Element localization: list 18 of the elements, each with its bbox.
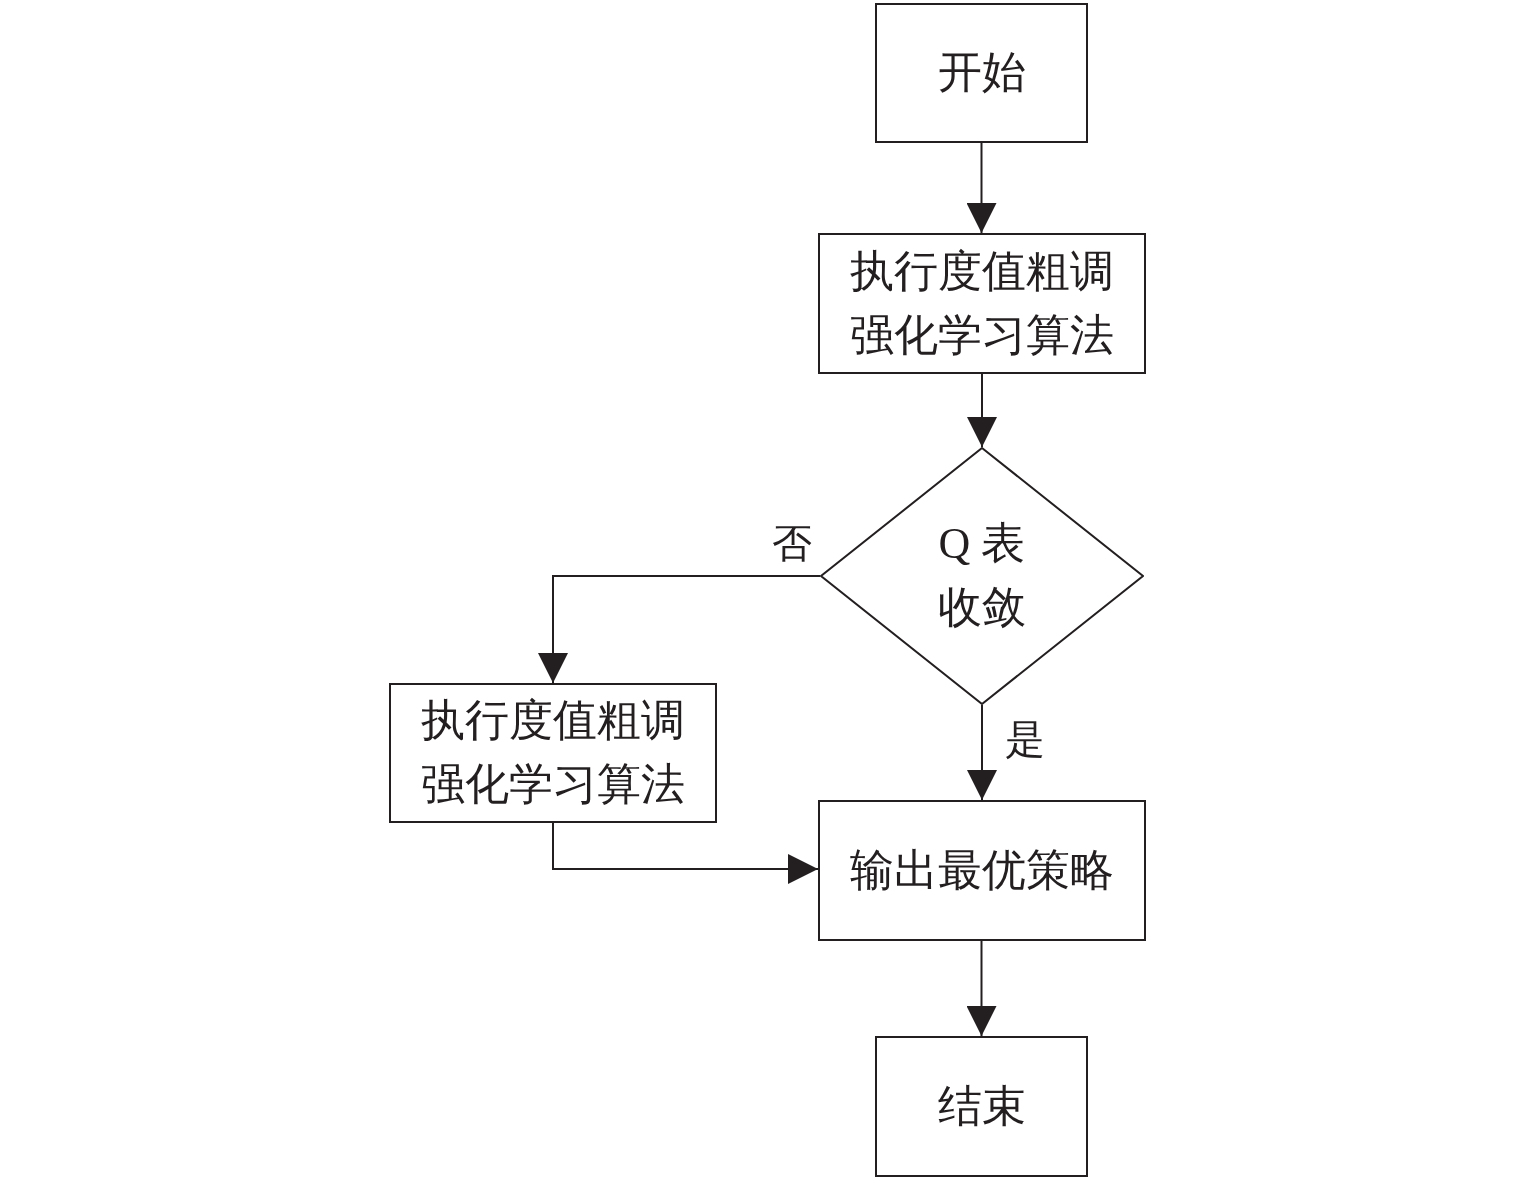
process-box	[875, 3, 1088, 143]
process-box	[389, 683, 717, 823]
arrow	[967, 704, 997, 801]
process-box	[875, 1036, 1088, 1177]
process-box	[818, 233, 1146, 374]
node-label: 开始	[936, 47, 1027, 100]
decision-diamond	[820, 447, 1144, 705]
node-label: 执行度值粗调强化学习算法	[420, 695, 686, 811]
process-box	[818, 800, 1146, 941]
arrow	[966, 940, 997, 1037]
node-label: 输出最优策略	[849, 844, 1115, 897]
node-label: Q 表收敛	[937, 518, 1027, 634]
arrow	[538, 575, 821, 684]
node-label: 执行度值粗调强化学习算法	[849, 245, 1115, 362]
arrow	[967, 373, 997, 448]
arrow	[966, 142, 997, 234]
arrow	[552, 822, 819, 884]
node-label: 结束	[936, 1080, 1027, 1133]
